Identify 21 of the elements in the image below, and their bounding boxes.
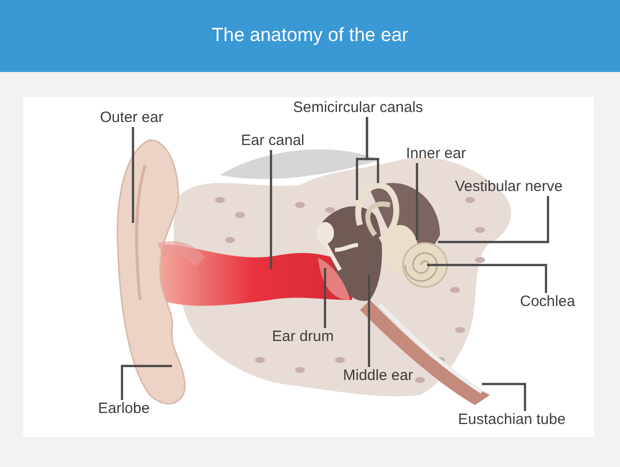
leader-line	[366, 117, 380, 183]
leader-line	[416, 163, 418, 240]
part-label: Semicircular canals	[293, 99, 424, 117]
leader-line	[482, 382, 526, 411]
part-label: Vestibular nerve	[455, 178, 563, 196]
part-label: Middle ear	[343, 367, 414, 385]
part-label: Earlobe	[98, 400, 150, 418]
leader-line	[427, 264, 548, 293]
part-label: Ear canal	[241, 132, 304, 150]
leader-line	[120, 364, 172, 400]
leader-line	[132, 127, 134, 223]
leader-line	[270, 150, 272, 269]
part-label: Inner ear	[406, 145, 466, 163]
leader-line	[368, 275, 370, 367]
leader-line	[438, 196, 550, 244]
part-label: Cochlea	[520, 293, 576, 311]
title: The anatomy of the ear	[210, 25, 410, 47]
leader-line	[324, 268, 326, 328]
part-label: Ear drum	[272, 328, 334, 346]
part-label: Outer ear	[100, 109, 164, 127]
part-label: Eustachian tube	[458, 411, 566, 429]
